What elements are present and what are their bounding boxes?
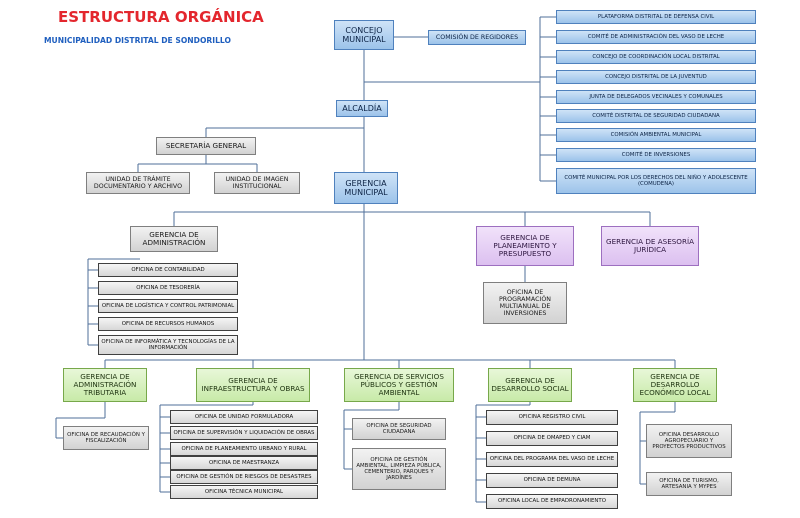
- comision-regidores-box[interactable]: COMISIÓN DE REGIDORES: [428, 30, 526, 45]
- office-box[interactable]: OFICINA LOCAL DE EMPADRONAMIENTO: [486, 494, 618, 509]
- gerencia-municipal-box[interactable]: GERENCIA MUNICIPAL: [334, 172, 398, 204]
- committee-box[interactable]: COMITÉ DISTRITAL DE SEGURIDAD CIUDADANA: [556, 109, 756, 123]
- office-box[interactable]: OFICINA DE PLANEAMIENTO URBANO Y RURAL: [170, 442, 318, 456]
- gerencia-planeamiento-box[interactable]: GERENCIA DE PLANEAMIENTO Y PRESUPUESTO: [476, 226, 574, 266]
- office-box[interactable]: OFICINA REGISTRO CIVIL: [486, 410, 618, 425]
- office-box[interactable]: OFICINA DE DEMUNA: [486, 473, 618, 488]
- office-box[interactable]: OFICINA DE OMAPED Y CIAM: [486, 431, 618, 446]
- committee-box[interactable]: CONCEJO DE COORDINACIÓN LOCAL DISTRITAL: [556, 50, 756, 64]
- office-box[interactable]: OFICINA DE MAESTRANZA: [170, 456, 318, 470]
- office-box[interactable]: OFICINA DE GESTIÓN AMBIENTAL, LIMPIEZA P…: [352, 448, 446, 490]
- office-box[interactable]: OFICINA DE SEGURIDAD CIUDADANA: [352, 418, 446, 440]
- gerencia-infraestructura-box[interactable]: GERENCIA DE INFRAESTRUCTURA Y OBRAS: [196, 368, 310, 402]
- office-box[interactable]: OFICINA DE RECAUDACIÓN Y FISCALIZACIÓN: [63, 426, 149, 450]
- office-box[interactable]: OFICINA DE SUPERVISIÓN Y LIQUIDACIÓN DE …: [170, 426, 318, 440]
- committee-box[interactable]: CONCEJO DISTRITAL DE LA JUVENTUD: [556, 70, 756, 84]
- chart-subtitle: MUNICIPALIDAD DISTRITAL DE SONDORILLO: [44, 36, 231, 45]
- gerencia-asesoria-box[interactable]: GERENCIA DE ASESORÍA JURÍDICA: [601, 226, 699, 266]
- unidad-box[interactable]: UNIDAD DE IMAGEN INSTITUCIONAL: [214, 172, 300, 194]
- office-box[interactable]: OFICINA DE GESTIÓN DE RIESGOS DE DESASTR…: [170, 470, 318, 484]
- committee-box[interactable]: COMITÉ MUNICIPAL POR LOS DERECHOS DEL NI…: [556, 168, 756, 194]
- committee-box[interactable]: COMISIÓN AMBIENTAL MUNICIPAL: [556, 128, 756, 142]
- gerencia-tributaria-box[interactable]: GERENCIA DE ADMINISTRACIÓN TRIBUTARIA: [63, 368, 147, 402]
- gerencia-social-box[interactable]: GERENCIA DE DESARROLLO SOCIAL: [488, 368, 572, 402]
- office-box[interactable]: OFICINA DEL PROGRAMA DEL VASO DE LECHE: [486, 452, 618, 467]
- chart-title: ESTRUCTURA ORGÁNICA: [58, 8, 264, 26]
- committee-box[interactable]: COMITÉ DE INVERSIONES: [556, 148, 756, 162]
- office-box[interactable]: OFICINA DE LOGÍSTICA Y CONTROL PATRIMONI…: [98, 299, 238, 313]
- concejo-municipal-box[interactable]: CONCEJO MUNICIPAL: [334, 20, 394, 50]
- office-box[interactable]: OFICINA DESARROLLO AGROPECUARIO Y PROYEC…: [646, 424, 732, 458]
- office-box[interactable]: OFICINA DE RECURSOS HUMANOS: [98, 317, 238, 331]
- committee-box[interactable]: PLATAFORMA DISTRITAL DE DEFENSA CIVIL: [556, 10, 756, 24]
- office-box[interactable]: OFICINA DE TESORERÍA: [98, 281, 238, 295]
- office-box[interactable]: OFICINA DE CONTABILIDAD: [98, 263, 238, 277]
- committee-box[interactable]: JUNTA DE DELEGADOS VECINALES Y COMUNALES: [556, 90, 756, 104]
- gerencia-servicios-box[interactable]: GERENCIA DE SERVICIOS PÚBLICOS Y GESTIÓN…: [344, 368, 454, 402]
- office-box[interactable]: OFICINA DE TURISMO, ARTESANIA Y MYPES: [646, 472, 732, 496]
- office-box[interactable]: OFICINA DE UNIDAD FORMULADORA: [170, 410, 318, 424]
- gerencia-economico-box[interactable]: GERENCIA DE DESARROLLO ECONÓMICO LOCAL: [633, 368, 717, 402]
- office-box[interactable]: OFICINA DE INFORMÁTICA Y TECNOLOGÍAS DE …: [98, 335, 238, 355]
- committee-box[interactable]: COMITÉ DE ADMINISTRACIÓN DEL VASO DE LEC…: [556, 30, 756, 44]
- alcaldia-box[interactable]: ALCALDÍA: [336, 100, 388, 117]
- unidad-box[interactable]: UNIDAD DE TRÁMITE DOCUMENTARIO Y ARCHIVO: [86, 172, 190, 194]
- secretaria-general-box[interactable]: SECRETARÍA GENERAL: [156, 137, 256, 155]
- office-box[interactable]: OFICINA TÉCNICA MUNICIPAL: [170, 485, 318, 499]
- oficina-pmi-box[interactable]: OFICINA DE PROGRAMACIÓN MULTIANUAL DE IN…: [483, 282, 567, 324]
- gerencia-administracion-box[interactable]: GERENCIA DE ADMINISTRACIÓN: [130, 226, 218, 252]
